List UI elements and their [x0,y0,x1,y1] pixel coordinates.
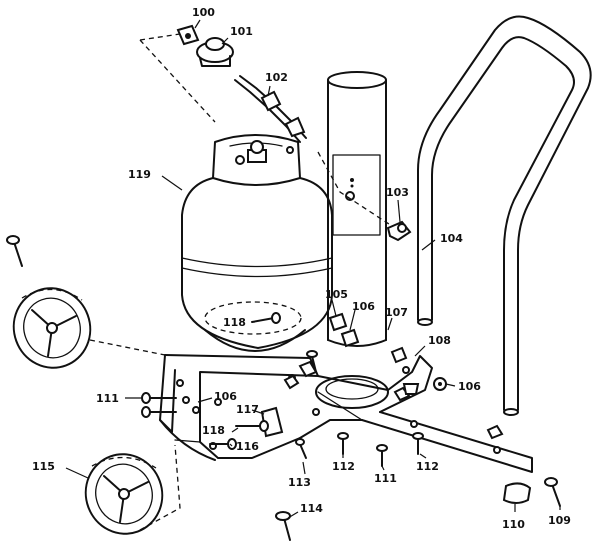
heater-tube [327,71,387,347]
label-100: 100 [192,6,215,19]
label-118: 118 [202,424,225,437]
label-105: 105 [325,288,348,301]
label-104: 104 [440,232,463,245]
label-117: 117 [236,403,259,416]
label-111: 111 [96,392,119,405]
label-106: 106 [214,390,237,403]
label-115: 115 [32,460,55,473]
bolts [6,235,561,541]
base-frame [159,312,533,504]
cart-handle [417,15,592,416]
leader-lines [65,19,561,519]
wheel-upper [12,287,166,369]
regulator-assembly [139,24,412,242]
label-110: 110 [502,518,525,531]
label-118: 118 [223,316,246,329]
label-103: 103 [386,186,409,199]
label-109: 109 [548,514,571,527]
callouts: 100 101 102 103 104 105 106 106 106 107 … [32,6,571,531]
label-106: 106 [458,380,481,393]
label-112: 112 [332,460,355,473]
label-119: 119 [128,168,151,181]
label-108: 108 [428,334,451,347]
label-107: 107 [385,306,408,319]
propane-tank [181,134,333,352]
label-101: 101 [230,25,253,38]
label-116: 116 [236,440,259,453]
label-102: 102 [265,71,288,84]
label-111: 111 [374,472,397,485]
label-112: 112 [416,460,439,473]
wheel-lower [84,444,181,535]
label-113: 113 [288,476,311,489]
label-114: 114 [300,502,323,515]
label-106: 106 [352,300,375,313]
